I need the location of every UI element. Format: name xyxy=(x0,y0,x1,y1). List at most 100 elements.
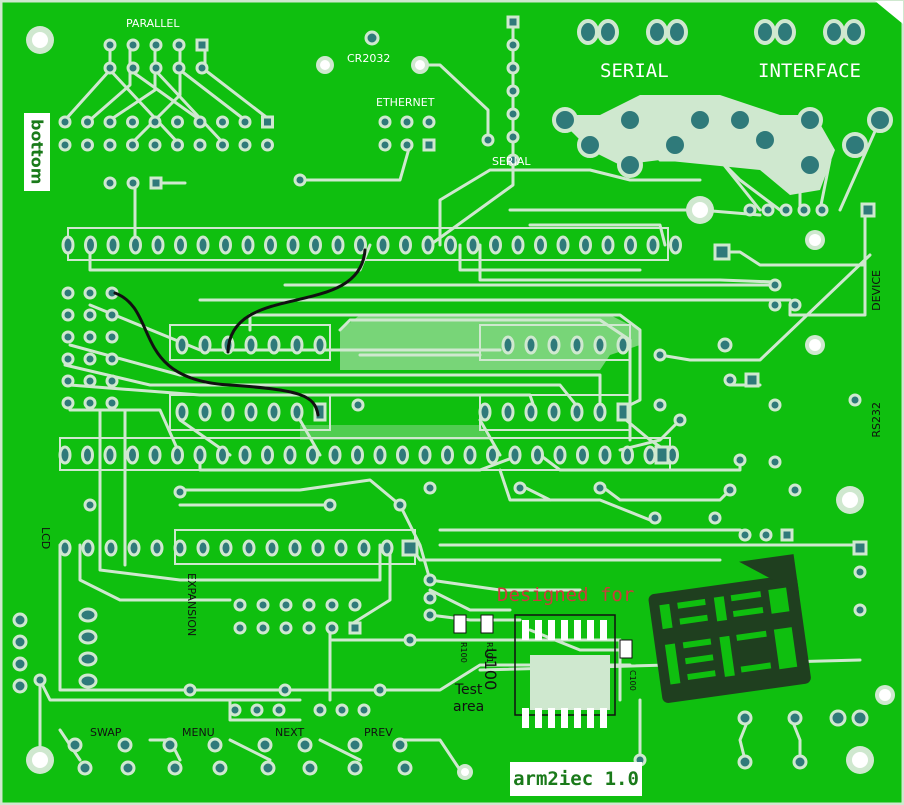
r100-label: R100 xyxy=(459,642,468,663)
mcu-pad xyxy=(624,235,637,255)
lcd-header-pad xyxy=(61,352,75,366)
lcd-backlight-pad xyxy=(78,651,98,667)
device-pad xyxy=(815,203,829,217)
parallel-label: PARALLEL xyxy=(126,17,180,30)
ic-pad xyxy=(547,402,561,422)
test-area-label: Test area xyxy=(453,682,485,715)
expansion-pad xyxy=(256,621,270,635)
mcu-pad xyxy=(441,445,454,465)
parallel-pad xyxy=(149,176,163,190)
mcu-pad xyxy=(171,445,184,465)
lcd-pad xyxy=(311,539,325,557)
serial-pad xyxy=(506,153,520,167)
button-pad xyxy=(257,737,273,753)
pad xyxy=(323,498,337,512)
mcu-pad xyxy=(466,235,480,255)
mcu-pad xyxy=(106,235,120,255)
mcu-pad xyxy=(418,445,432,465)
lcd-header-pad xyxy=(83,396,97,410)
lcd-header-pad xyxy=(83,286,97,300)
serial-pad xyxy=(506,38,520,52)
mcu-pad xyxy=(61,235,75,255)
lcd-backlight-pad xyxy=(78,629,98,645)
ethernet-pad xyxy=(400,115,414,129)
pad xyxy=(513,481,527,495)
parallel-pad xyxy=(172,61,186,75)
parallel-pad xyxy=(148,115,162,129)
parallel-pad xyxy=(238,115,252,129)
ic-pad xyxy=(593,335,607,355)
pad xyxy=(183,683,197,697)
mcu-pad xyxy=(151,235,165,255)
parallel-pad xyxy=(126,61,140,75)
jumper-wires xyxy=(113,248,367,417)
parallel-pad xyxy=(58,115,72,129)
ic-pad xyxy=(547,335,561,355)
mcu-pad xyxy=(306,445,319,465)
parallel-pad xyxy=(172,38,186,52)
lcd-pad xyxy=(288,539,302,557)
lcd-header-pad xyxy=(83,352,97,366)
pad xyxy=(423,481,437,495)
mcu-pad xyxy=(126,445,139,465)
edge-pad xyxy=(12,634,28,650)
pad xyxy=(717,337,733,353)
mcu-pad xyxy=(286,235,300,255)
ethernet-pad xyxy=(400,138,414,152)
mcu-pad xyxy=(421,235,435,255)
next-label: NEXT xyxy=(275,726,305,739)
parallel-pad xyxy=(81,115,94,129)
lcd-pad xyxy=(150,539,164,557)
lcd-header-pad xyxy=(83,308,97,322)
pad xyxy=(83,498,97,512)
lcd-header-pad xyxy=(61,330,75,344)
pad xyxy=(723,483,737,497)
lcd-pad xyxy=(196,539,210,557)
cr2032-label: CR2032 xyxy=(347,52,391,65)
pad xyxy=(853,565,867,579)
mcu-pad xyxy=(148,445,162,465)
button-pad xyxy=(207,737,223,753)
pad xyxy=(787,710,803,726)
mcu-pad xyxy=(309,235,322,255)
mcu-pad xyxy=(601,235,615,255)
parallel-pad xyxy=(103,38,117,52)
mcu-pad xyxy=(621,445,634,465)
device-pad xyxy=(761,203,775,217)
ic-pad xyxy=(244,402,258,422)
mcu-pad xyxy=(486,445,499,465)
mounting-holes xyxy=(26,26,895,780)
interface-label: INTERFACE xyxy=(758,60,861,82)
mcu-pad xyxy=(264,235,277,255)
parallel-pad xyxy=(103,61,117,75)
ethernet-pad xyxy=(378,138,392,152)
mcu-pad xyxy=(261,445,274,465)
parallel-pad xyxy=(261,115,274,129)
serial-pad xyxy=(506,107,520,121)
lcd-header-pad xyxy=(61,374,75,388)
ic-pad xyxy=(221,402,235,422)
pad xyxy=(851,709,869,727)
button-pad xyxy=(167,760,183,776)
lcd-header-pad xyxy=(61,396,75,410)
ic-pad xyxy=(198,402,212,422)
via-pad xyxy=(351,398,365,412)
pad xyxy=(848,393,862,407)
mcu-pad xyxy=(598,445,612,465)
ic-pad xyxy=(501,402,515,422)
expansion-pad xyxy=(279,598,293,612)
serial-small-label: SERIAL xyxy=(492,155,531,168)
lcd-header-pad xyxy=(61,286,75,300)
ic-pad xyxy=(175,402,189,422)
rs232-pad xyxy=(738,528,752,542)
parallel-pad xyxy=(103,176,117,190)
pad xyxy=(788,483,802,497)
button-pad xyxy=(260,760,276,776)
pad xyxy=(173,485,187,499)
lcd-pad xyxy=(58,539,72,557)
ic-pad xyxy=(616,335,630,355)
pad xyxy=(228,703,242,717)
expansion-pad xyxy=(279,621,293,635)
mcu-pad xyxy=(643,445,657,465)
ic-pad xyxy=(313,402,327,422)
